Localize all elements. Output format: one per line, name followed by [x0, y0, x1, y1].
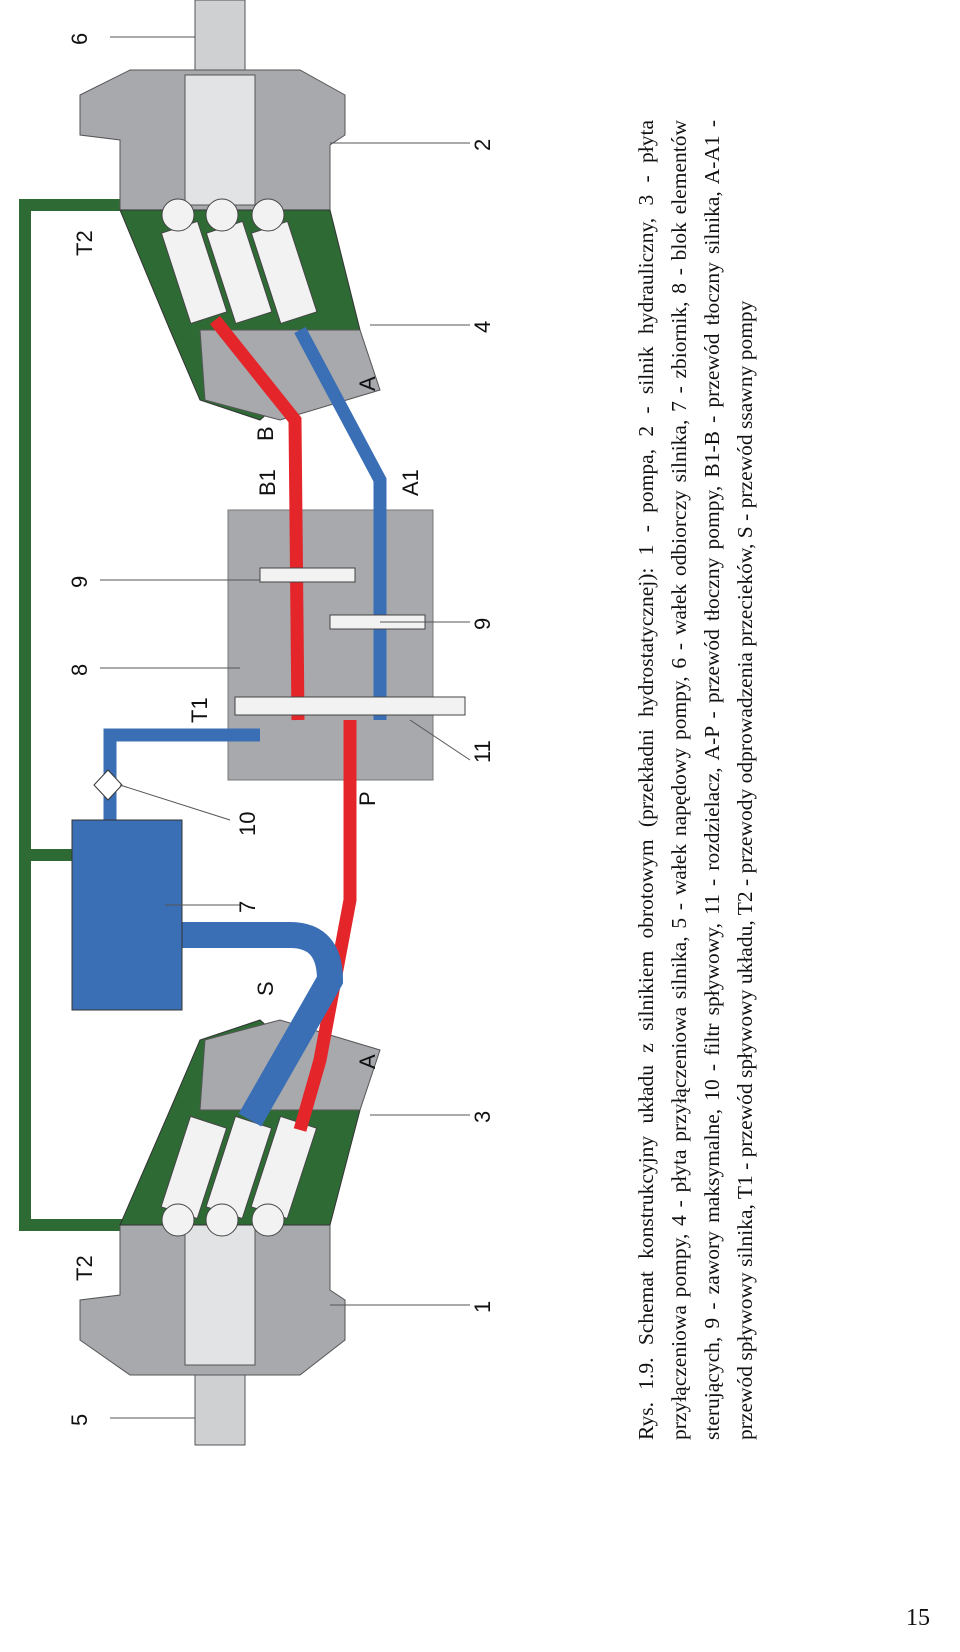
return-line-a-a1	[294, 326, 387, 720]
suction-line-s	[170, 922, 344, 1127]
label-t2-top: T2	[72, 230, 97, 256]
tank-7	[71, 819, 183, 1011]
label-b: B	[253, 426, 278, 441]
label-2: 2	[470, 139, 495, 151]
distributor-11	[234, 696, 466, 716]
label-4: 4	[470, 321, 495, 333]
pump-1	[79, 1019, 381, 1446]
leak-line-t2	[19, 199, 135, 1231]
label-s: S	[253, 981, 278, 996]
pressure-line-b1-b	[209, 315, 305, 721]
label-7: 7	[235, 901, 260, 913]
label-p: P	[355, 791, 380, 806]
caption-area: Rys. 1.9. Schemat konstrukcyjny układu z…	[630, 120, 850, 1440]
label-9-top: 9	[67, 576, 92, 588]
label-11: 11	[470, 740, 495, 763]
control-block-8	[227, 509, 434, 781]
figure-caption: Rys. 1.9. Schemat konstrukcyjny układu z…	[634, 120, 757, 1440]
filter-10	[93, 769, 123, 801]
label-3: 3	[470, 1111, 495, 1123]
label-a1: A1	[398, 469, 423, 496]
relief-valve-9a	[259, 567, 356, 583]
label-9-bottom: 9	[470, 618, 495, 630]
motor-2	[79, 0, 381, 421]
label-10: 10	[235, 812, 260, 836]
label-1: 1	[470, 1301, 495, 1313]
label-5: 5	[67, 1414, 92, 1426]
page-number: 15	[906, 1605, 930, 1631]
label-t1: T1	[187, 697, 212, 723]
label-a-top: A	[355, 376, 380, 391]
label-t2-bottom: T2	[72, 1255, 97, 1281]
label-a-bottom: A	[355, 1054, 380, 1069]
hydrostatic-transmission-diagram: 6 2 T2 4 A B B1 A1 9 9 8 T1 11 P 10 7 S …	[19, 0, 495, 1446]
label-b1: B1	[255, 469, 280, 496]
label-8: 8	[67, 664, 92, 676]
label-6: 6	[67, 33, 92, 45]
